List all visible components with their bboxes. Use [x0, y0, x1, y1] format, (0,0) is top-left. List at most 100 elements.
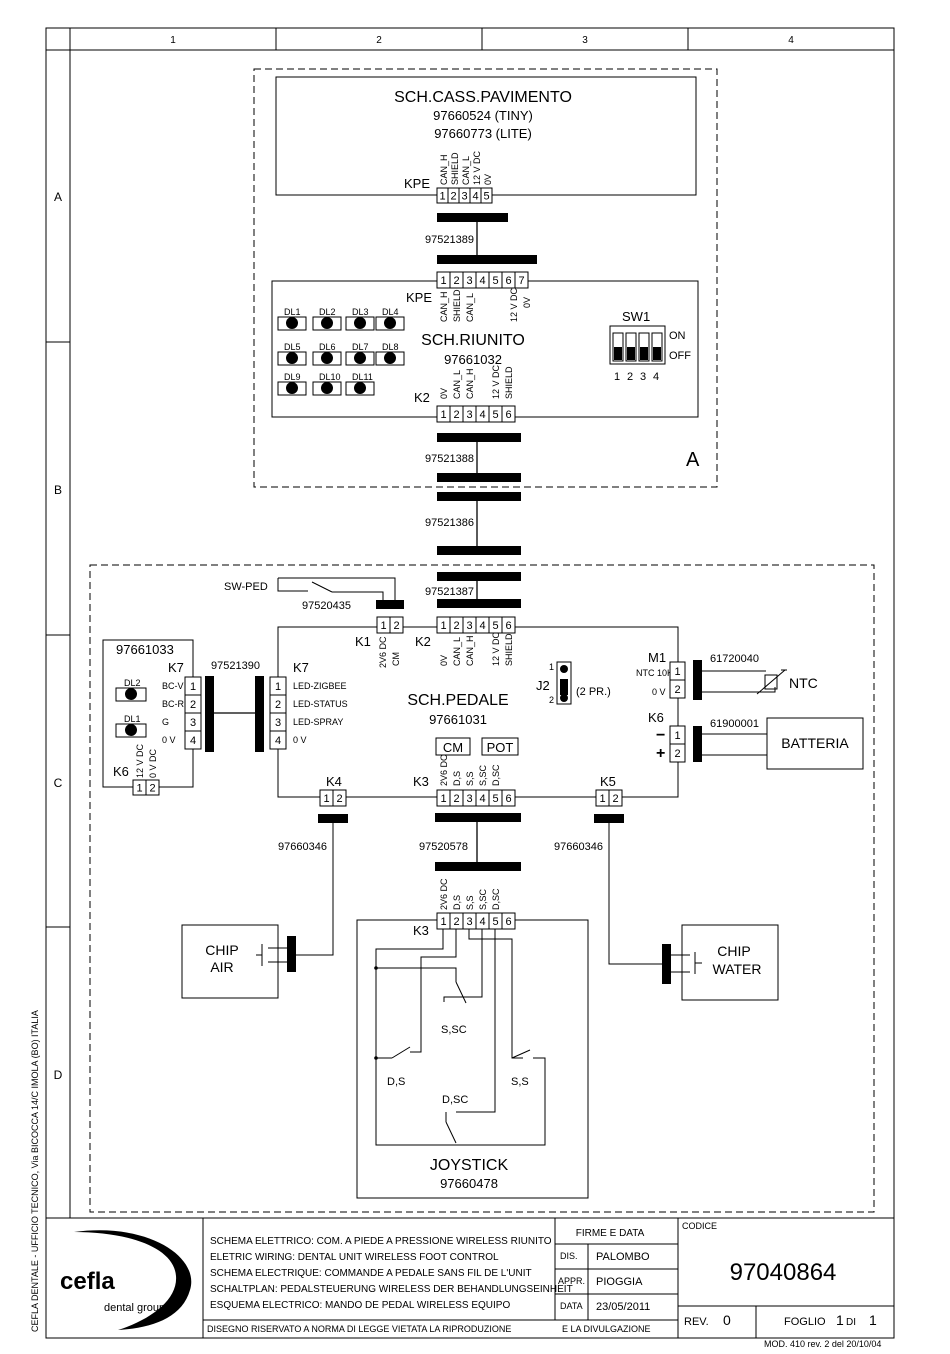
pin-number: 6 [505, 275, 511, 287]
chip-water-line2: WATER [713, 961, 762, 977]
dis-value: PALOMBO [596, 1251, 650, 1263]
joystick-signal: S,SC [478, 888, 488, 910]
led-dot [354, 352, 366, 364]
sw1-label: SW1 [622, 309, 650, 324]
led-label: DL7 [352, 342, 369, 352]
pedale-k3-signal: S,S [465, 771, 475, 786]
joystick-wire [410, 929, 457, 1053]
grid-row-b: B [54, 483, 62, 497]
j2-pin-dot [560, 694, 568, 702]
pin-number: 5 [492, 916, 498, 928]
switch-contact [455, 981, 467, 1004]
j2-pin: 2 [549, 695, 554, 705]
j2-pin: 1 [549, 662, 554, 672]
led-label: DL9 [284, 372, 301, 382]
codice-label: CODICE [682, 1221, 717, 1231]
led-label: DL10 [319, 372, 341, 382]
cable-plug [437, 546, 521, 555]
sw1-pin: 1 [614, 371, 620, 383]
pin-number: 2 [450, 191, 456, 203]
connector-pin [184, 730, 202, 750]
led-board-k7-label: K7 [168, 660, 184, 675]
sw1-pin: 2 [627, 371, 633, 383]
cass-signal-labels: CAN_H SHIELD CAN_L 12 V DC 0V [439, 150, 493, 185]
grid-col-2: 2 [376, 35, 382, 46]
joystick-wire [375, 929, 546, 1146]
cable-plug [437, 572, 521, 581]
pin-number: 3 [466, 409, 472, 421]
pin-number: 5 [492, 793, 498, 805]
pedale-k7-signal: LED-STATUS [293, 699, 348, 709]
pedale-k2-signal: 0V [439, 655, 449, 666]
pedale-k6-label: K6 [648, 710, 664, 725]
cable-plug [255, 676, 264, 752]
led-label: DL1 [124, 714, 141, 724]
pin-number: 4 [479, 409, 485, 421]
pin-number: 3 [461, 191, 467, 203]
pin-number: 2 [190, 699, 196, 711]
connector-pin [501, 912, 516, 930]
pin-number: 2 [453, 793, 459, 805]
pedale-k3-signal: 2V6 DC [439, 754, 449, 786]
pin-number: 7 [518, 275, 524, 287]
riunito-k2-signals: 0V CAN_L CAN_H 12 V DC SHIELD [439, 364, 514, 399]
m1-signal: NTC 10K [636, 668, 673, 678]
sw-ped-wire [278, 577, 396, 600]
led-dot [321, 382, 333, 394]
joystick-k3-label: K3 [413, 923, 429, 938]
ntc-slash [756, 669, 786, 695]
grid-row-c: C [54, 776, 63, 790]
riunito-kpe-label: KPE [406, 290, 432, 305]
wire-junction [374, 1056, 378, 1060]
pin-number: 1 [275, 681, 281, 693]
connector-pin [501, 616, 516, 634]
cable-97521390: 97521390 [211, 660, 260, 672]
pedale-k7-signal: 0 V [293, 735, 307, 745]
led-board-signal: BC-V [162, 681, 184, 691]
ntc-body [764, 674, 778, 690]
cable-plug [318, 814, 348, 823]
pedale-k1-label: K1 [355, 634, 371, 649]
connector-pin [669, 743, 686, 763]
joystick-title: JOYSTICK [430, 1157, 509, 1174]
sw1-dip-levers [612, 332, 663, 362]
riunito-kpe-signal: CAN_H [439, 291, 449, 322]
pin-number: 3 [466, 275, 472, 287]
joystick-switch-label: D,SC [442, 1094, 468, 1106]
dip-knob [614, 347, 622, 360]
grid-col-1: 1 [170, 35, 176, 46]
appr-value: PIOGGIA [596, 1276, 643, 1288]
pin-number: 1 [190, 681, 196, 693]
pin-number: 1 [380, 620, 386, 632]
mod-note: MOD. 410 rev. 2 del 20/10/04 [764, 1339, 881, 1349]
pedale-k7-signal: LED-ZIGBEE [293, 681, 347, 691]
pin-number: 1 [440, 275, 446, 287]
cass-title: SCH.CASS.PAVIMENTO [394, 89, 572, 106]
pin-number: 2 [674, 684, 680, 696]
chip-water-box [681, 924, 779, 1001]
connector-pin [608, 789, 623, 807]
led-board-code: 97661033 [116, 642, 174, 657]
cable-plug [693, 660, 702, 700]
side-note: CEFLA DENTALE - UFFICIO TECNICO, Via BIC… [30, 1010, 40, 1332]
cable-plug [437, 213, 508, 222]
cass-connector-label: KPE [404, 176, 430, 191]
chip-air-switch-icon [256, 944, 287, 966]
pin-number: 1 [323, 793, 329, 805]
led-dot [354, 317, 366, 329]
desc-line: ESQUEMA ELECTRICO: MANDO DE PEDAL WIRELE… [210, 1300, 510, 1311]
cable-plug [205, 676, 214, 752]
riunito-k2-signal: 0V [439, 388, 449, 399]
notice-right: E LA DIVULGAZIONE [562, 1324, 651, 1334]
pedale-k7-signal: LED-SPRAY [293, 717, 343, 727]
pedale-title: SCH.PEDALE [407, 692, 508, 709]
led-dot [125, 688, 137, 700]
pin-number: 2 [453, 916, 459, 928]
pin-number: 6 [505, 409, 511, 421]
connector-pin [501, 405, 516, 423]
joystick-wire [443, 929, 483, 1002]
